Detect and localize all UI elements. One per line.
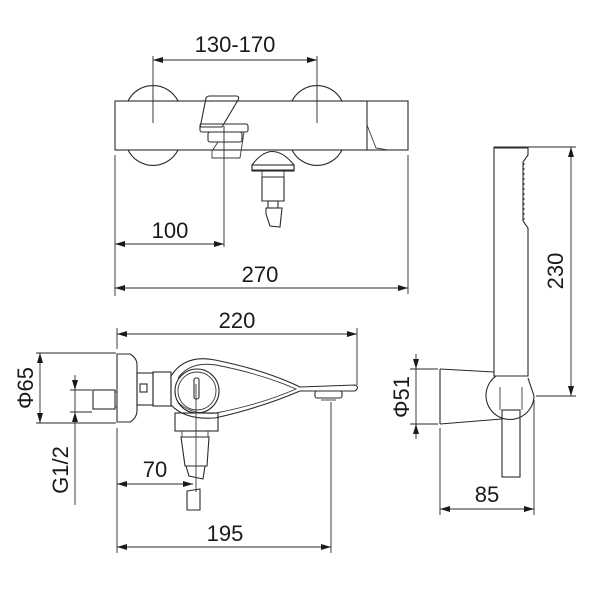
holder-wall-plate xyxy=(439,368,503,425)
hose-fitting xyxy=(267,200,279,209)
dim-label-inlet-thread: G1/2 xyxy=(48,446,73,494)
hose-connector-base xyxy=(251,164,295,172)
inlet-eccentric xyxy=(92,389,116,410)
dim-label-wall-diameter: Φ65 xyxy=(13,367,38,409)
hose-nut xyxy=(261,176,285,202)
handshower-body xyxy=(493,146,529,377)
dimension-outlet-offset: 100 xyxy=(114,126,225,296)
dimension-centers: 130-170 xyxy=(152,32,318,123)
dim-label-holder-projection: 85 xyxy=(475,482,499,507)
dim-label-side-outlet-offset: 70 xyxy=(143,457,167,482)
dim-label-spout-reach: 195 xyxy=(207,521,244,546)
lever-circle-inner xyxy=(177,371,217,411)
dimension-holder-projection: 85 xyxy=(439,400,535,515)
dim-label-outlet-offset: 100 xyxy=(152,218,189,243)
dim-label-holder-diameter: Φ51 xyxy=(389,376,414,418)
hose-connector-dome xyxy=(251,150,295,171)
diverter-cap xyxy=(207,131,243,143)
dimension-handshower-length: 230 xyxy=(528,146,576,397)
hose-end xyxy=(265,207,283,228)
lever-indicator xyxy=(193,377,200,400)
top-view: 130-170 100 xyxy=(114,32,409,296)
dimension-wall-diameter: Φ65 xyxy=(13,352,116,424)
handshower-view: 230 Φ51 85 xyxy=(389,146,576,515)
hose-end-side xyxy=(186,488,201,511)
connector-body xyxy=(152,371,172,407)
diverter-body xyxy=(211,131,245,159)
mixer-body-side xyxy=(170,358,359,419)
dim-label-centers: 130-170 xyxy=(195,32,276,57)
mixer-body-top xyxy=(114,100,409,151)
dimension-holder-diameter: Φ51 xyxy=(389,354,438,439)
side-view: 220 xyxy=(13,308,359,553)
dim-label-projection: 220 xyxy=(219,308,256,333)
wall-plate-right-bottom xyxy=(291,149,343,166)
dimension-overall-width: 270 xyxy=(115,155,409,294)
dimension-projection: 220 xyxy=(116,308,358,385)
wall-plate-side xyxy=(116,353,138,423)
holder-ball xyxy=(485,375,535,421)
spout-outlet xyxy=(314,390,343,399)
wall-plate-left-bottom xyxy=(127,149,179,166)
cartridge-bevel xyxy=(366,124,389,151)
hose-outlet-housing xyxy=(174,412,219,432)
connector-nut xyxy=(136,372,154,406)
hose-nut-side xyxy=(180,436,210,467)
dimension-inlet-thread: G1/2 xyxy=(48,375,92,505)
dim-label-handshower-length: 230 xyxy=(543,253,568,290)
holder-arm xyxy=(501,409,521,478)
dim-label-overall-width: 270 xyxy=(242,262,279,287)
dimension-spout-reach: 195 xyxy=(117,402,332,553)
lever-circle-outer xyxy=(174,368,220,414)
dimension-side-outlet-offset: 70 xyxy=(116,428,193,553)
